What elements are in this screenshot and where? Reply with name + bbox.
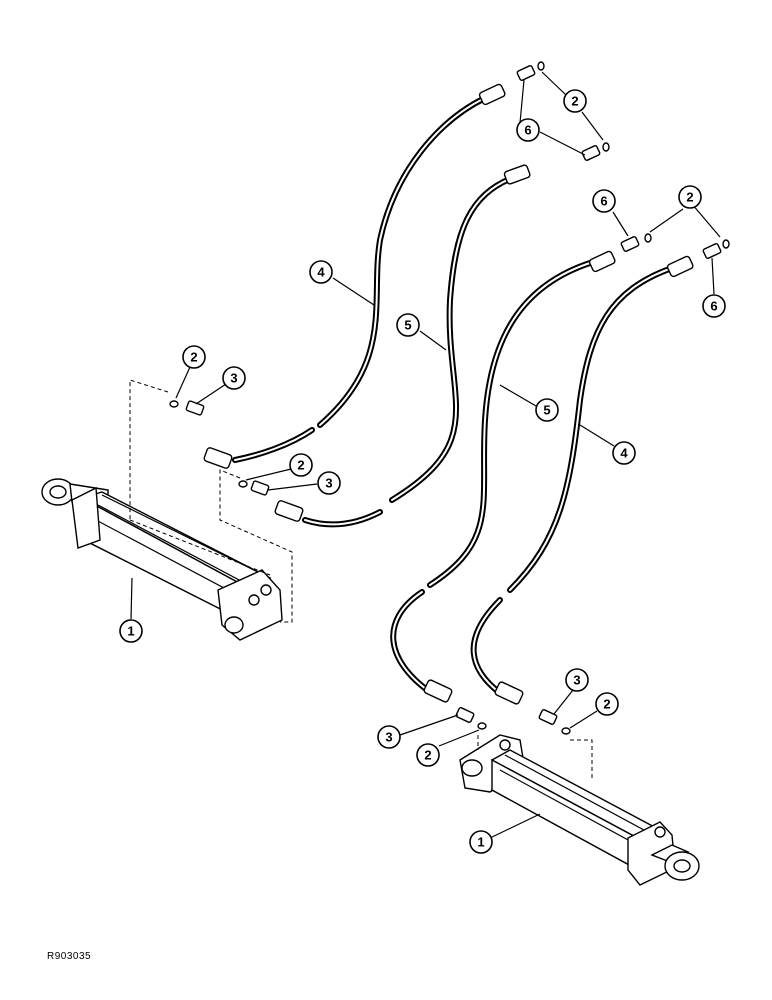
callout-6-top: 6 xyxy=(516,118,540,142)
callout-1-right-cylinder: 1 xyxy=(469,830,493,854)
svg-text:4: 4 xyxy=(317,265,325,280)
svg-text:4: 4 xyxy=(620,446,628,461)
callout-4-left-hose: 4 xyxy=(309,260,333,284)
svg-text:6: 6 xyxy=(524,123,531,138)
svg-text:2: 2 xyxy=(424,748,431,763)
callout-2-right-cylinder-left: 2 xyxy=(416,743,440,767)
svg-text:2: 2 xyxy=(686,190,693,205)
port-connection-lines xyxy=(129,379,593,780)
hydraulic-cylinder-left xyxy=(41,478,283,641)
callout-2-right-cylinder-right: 2 xyxy=(595,692,619,716)
svg-text:5: 5 xyxy=(404,318,411,333)
svg-text:2: 2 xyxy=(571,94,578,109)
leader-lines xyxy=(130,71,721,839)
callout-4-right-hose: 4 xyxy=(612,441,636,465)
svg-text:5: 5 xyxy=(543,403,550,418)
callout-6-middle: 6 xyxy=(592,189,616,213)
svg-text:2: 2 xyxy=(297,458,304,473)
hose-5-right xyxy=(390,259,596,695)
callout-3-left-cylinder-lower: 3 xyxy=(317,471,341,495)
svg-text:2: 2 xyxy=(190,350,197,365)
callout-2-left-cylinder-lower: 2 xyxy=(289,453,313,477)
hose-end-fittings xyxy=(203,83,694,705)
callout-2-top: 2 xyxy=(563,89,587,113)
callout-3-left-cylinder-upper: 3 xyxy=(222,366,246,390)
svg-text:1: 1 xyxy=(477,835,484,850)
hose-5-left xyxy=(302,175,515,528)
callout-2-right: 2 xyxy=(678,185,702,209)
svg-text:6: 6 xyxy=(710,299,717,314)
svg-text:1: 1 xyxy=(127,624,134,639)
svg-text:2: 2 xyxy=(603,697,610,712)
callout-1-left-cylinder: 1 xyxy=(119,619,143,643)
hydraulic-cylinder-right xyxy=(459,734,700,886)
callout-6-right: 6 xyxy=(702,294,726,318)
callout-5-left-hose: 5 xyxy=(396,313,420,337)
svg-text:3: 3 xyxy=(230,371,237,386)
svg-text:3: 3 xyxy=(385,730,392,745)
callout-2-left-cylinder-upper: 2 xyxy=(182,345,206,369)
figure-id-label: R903035 xyxy=(47,951,92,962)
svg-text:3: 3 xyxy=(573,673,580,688)
hose-4-left xyxy=(232,95,488,463)
hose-4-right xyxy=(470,265,675,696)
callout-3-right-cylinder-left: 3 xyxy=(377,725,401,749)
svg-text:6: 6 xyxy=(600,194,607,209)
svg-text:3: 3 xyxy=(325,476,332,491)
adapters-and-o-rings xyxy=(169,61,730,735)
callout-3-right-cylinder-right: 3 xyxy=(565,668,589,692)
callout-5-right-hose: 5 xyxy=(535,398,559,422)
